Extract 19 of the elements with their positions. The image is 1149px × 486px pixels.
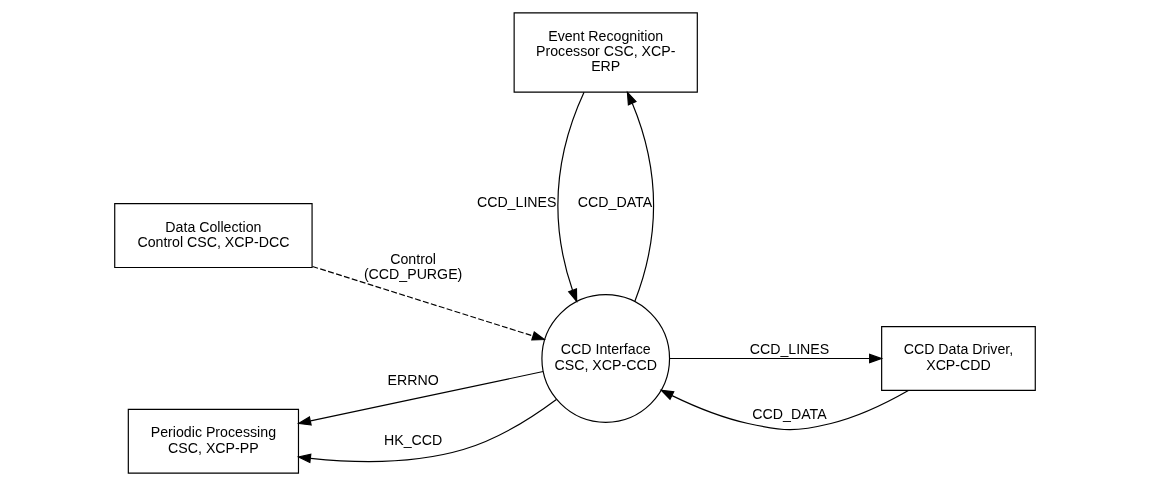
node-box: Periodic Processing CSC, XCP-PP (127, 408, 299, 474)
edge-label: CCD_DATA (751, 406, 827, 423)
node-box: Event Recognition Processor CSC, XCP-ERP (513, 12, 698, 93)
arrow (668, 353, 883, 364)
edge-label: CCD_LINES (749, 341, 829, 358)
edge-label: CCD_DATA (577, 194, 652, 211)
arrow (311, 265, 546, 341)
node-box: Data Collection Control CSC, XCP-DCC (113, 203, 313, 269)
edge-label: ERRNO (387, 372, 439, 389)
edge-label: HK_CCD (383, 432, 442, 449)
arrow (659, 389, 909, 431)
arrow (556, 91, 585, 304)
edge-label: Control (CCD_PURGE) (363, 250, 462, 282)
edge-label: CCD_LINES (476, 194, 556, 211)
arrow (296, 398, 557, 464)
node-circle: CCD Interface CSC, XCP-CCD (540, 294, 670, 423)
arrow (296, 370, 544, 426)
node-box: CCD Data Driver, XCP-CDD (880, 326, 1036, 391)
arrow (626, 90, 654, 302)
